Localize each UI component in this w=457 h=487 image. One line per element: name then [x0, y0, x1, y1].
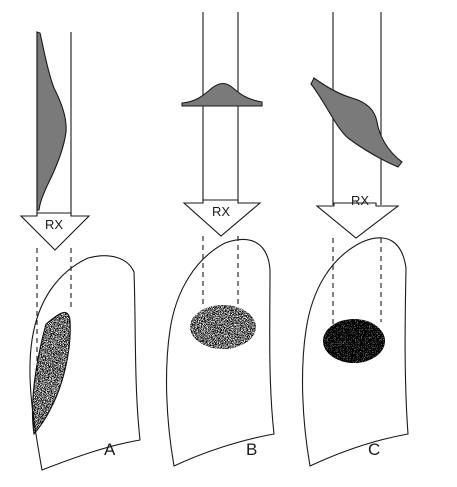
pleural-shadow-texture	[32, 312, 71, 434]
rx-arrow-label: RX	[45, 217, 63, 232]
rx-arrow	[19, 212, 91, 251]
nodule-shadow	[323, 319, 385, 363]
lung-outline	[165, 239, 275, 467]
nodule-shadow	[190, 305, 256, 349]
density-profile	[310, 77, 403, 168]
density-profile	[36, 31, 67, 211]
panel-a: RX A	[19, 31, 141, 471]
panel-label-a: A	[104, 440, 116, 459]
panel-label-c: C	[368, 440, 380, 459]
lung-outline	[29, 255, 141, 471]
panel-c: RX C	[301, 12, 409, 467]
lung-outline	[301, 237, 409, 467]
density-profile	[181, 82, 263, 107]
panel-label-b: B	[246, 440, 257, 459]
rx-arrow	[315, 202, 400, 239]
panel-b: RX B	[165, 12, 275, 467]
rx-arrow	[182, 199, 262, 237]
rx-arrow-label: RX	[351, 193, 369, 208]
rx-arrow-label: RX	[212, 204, 230, 219]
